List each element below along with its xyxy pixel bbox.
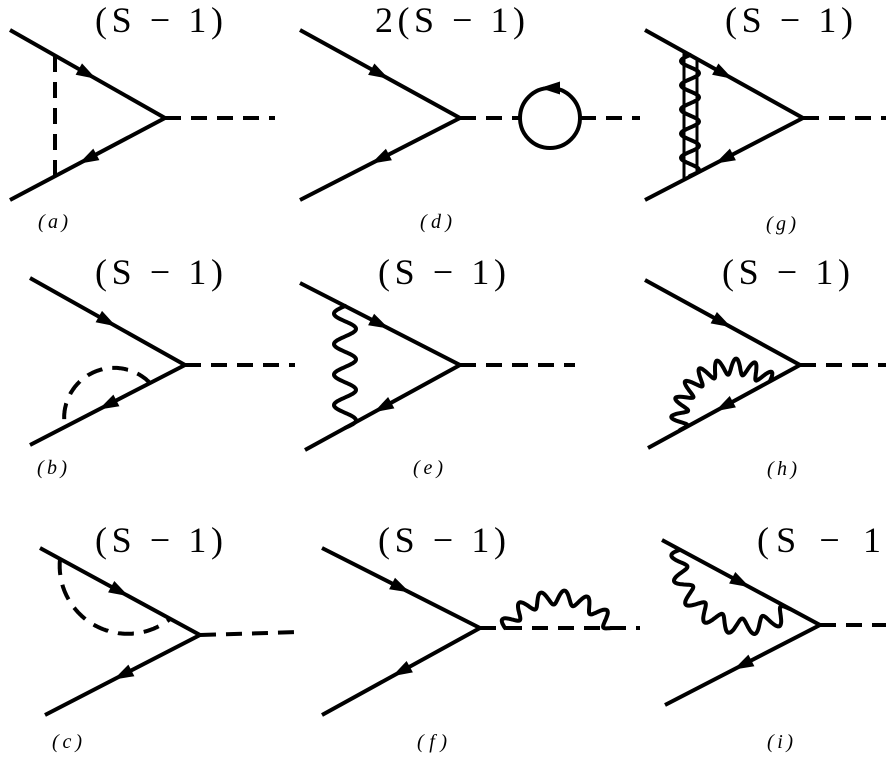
outgoing-fermion-arrow bbox=[373, 397, 395, 413]
photon-self-energy-arc bbox=[669, 548, 792, 636]
coupling-factor: (S − 1 bbox=[757, 520, 881, 560]
incoming-fermion-arrow bbox=[95, 310, 117, 327]
panel-c: (S − 1) (c) bbox=[39, 520, 301, 753]
incoming-fermion-arrow bbox=[729, 572, 750, 588]
incoming-fermion-arrow bbox=[75, 63, 97, 79]
panel-e: (S − 1) (e) bbox=[299, 252, 575, 479]
exchanged-photon-line bbox=[332, 304, 358, 430]
panel-label: (b) bbox=[37, 457, 67, 479]
panel-label: (d) bbox=[420, 211, 452, 233]
panel-a: (S − 1) (a) bbox=[9, 0, 275, 233]
photon-self-energy-arc bbox=[499, 588, 614, 631]
coupling-factor: (S − 1) bbox=[378, 520, 506, 560]
coupling-factor: (S − 1) bbox=[378, 252, 506, 292]
outgoing-fermion-arrow bbox=[78, 148, 100, 164]
panel-label: (c) bbox=[52, 731, 82, 753]
scalar-self-energy-arc bbox=[62, 365, 152, 428]
outgoing-fermion-arrow bbox=[98, 394, 120, 410]
panel-b: (S − 1) (b) bbox=[29, 252, 295, 479]
panel-label: (e) bbox=[413, 457, 443, 479]
panel-label: (a) bbox=[38, 211, 68, 233]
panel-h: (S − 1) (h) bbox=[644, 252, 886, 480]
panel-label: (g) bbox=[766, 213, 796, 235]
outgoing-fermion-arrow bbox=[715, 148, 736, 164]
fermion-loop-arrow bbox=[540, 81, 560, 95]
panel-f: (S − 1) (f) bbox=[321, 520, 640, 753]
incoming-fermion-arrow bbox=[710, 312, 732, 328]
panel-label: (f) bbox=[417, 731, 447, 753]
outgoing-fermion-arrow bbox=[371, 148, 392, 164]
coupling-factor: (S − 1) bbox=[95, 0, 223, 40]
outgoing-fermion-arrow bbox=[113, 664, 135, 680]
photon-self-energy-arc bbox=[669, 356, 775, 432]
fermion-loop bbox=[518, 86, 582, 150]
external-scalar-line bbox=[199, 630, 301, 637]
coupling-factor: (S − 1) bbox=[725, 0, 853, 40]
coupling-factor: (S − 1) bbox=[95, 520, 223, 560]
outgoing-fermion-arrow bbox=[392, 661, 413, 677]
exchanged-photon-line bbox=[679, 53, 701, 178]
scalar-self-energy-arc bbox=[57, 558, 172, 636]
incoming-fermion-arrow bbox=[108, 581, 129, 597]
panel-label: (h) bbox=[767, 458, 797, 480]
coupling-factor: 2(S − 1) bbox=[375, 0, 525, 40]
incoming-fermion-arrow bbox=[389, 577, 410, 593]
panel-label: (i) bbox=[767, 731, 793, 753]
coupling-factor: (S − 1) bbox=[722, 252, 850, 292]
outgoing-fermion-arrow bbox=[733, 654, 755, 670]
panel-i: (S − 1 (i) bbox=[661, 520, 886, 753]
incoming-fermion-arrow bbox=[368, 313, 389, 329]
panel-d: 2(S − 1) (d) bbox=[299, 0, 640, 233]
incoming-fermion-arrow bbox=[368, 63, 389, 79]
panel-g: (S − 1) (g) bbox=[644, 0, 886, 235]
incoming-fermion-arrow bbox=[712, 63, 733, 79]
coupling-factor: (S − 1) bbox=[95, 252, 223, 292]
outgoing-fermion-arrow bbox=[715, 396, 736, 412]
